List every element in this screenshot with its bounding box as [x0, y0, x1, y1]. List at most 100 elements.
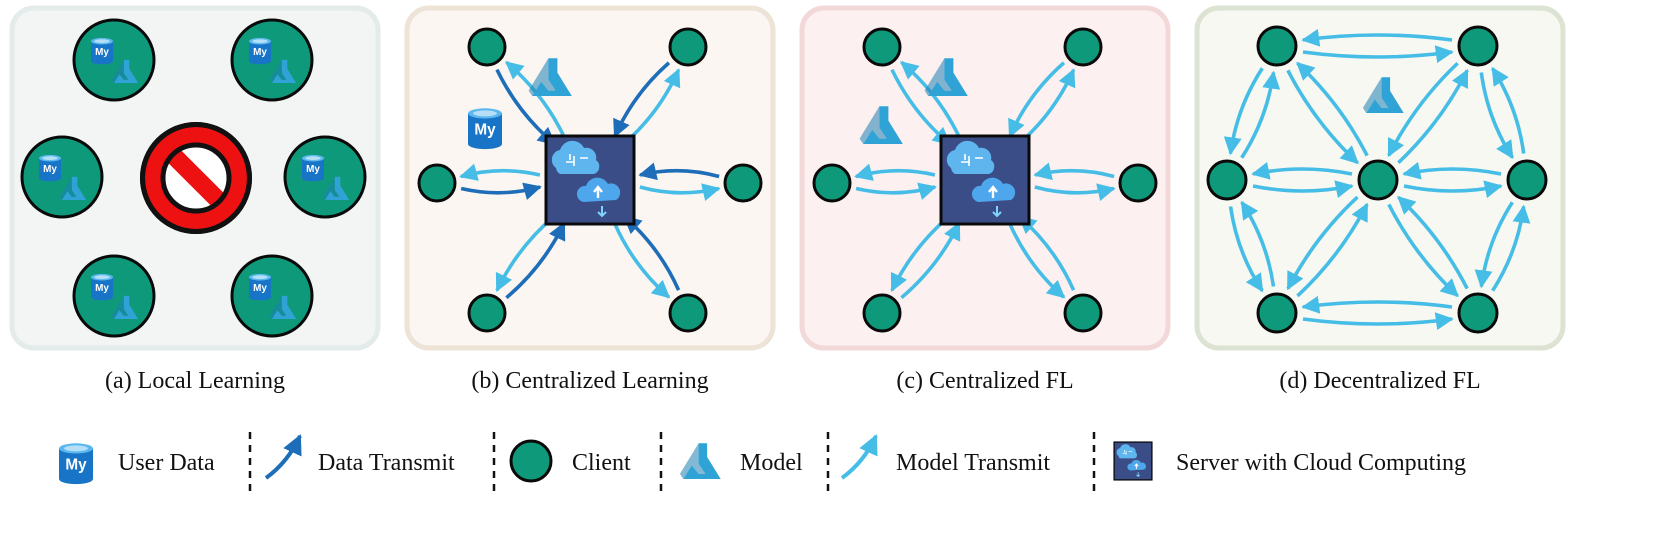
transmit-arrow — [1034, 183, 1116, 201]
model-flask-icon — [859, 106, 903, 144]
client-node — [1063, 293, 1103, 333]
client-node — [862, 27, 902, 67]
db-label: My — [95, 283, 109, 294]
model-flask-icon — [269, 59, 297, 83]
legend-label-server: Server with Cloud Computing — [1176, 450, 1466, 476]
data-transmit-icon — [264, 434, 302, 480]
model-transmit-icon — [840, 434, 878, 480]
db-label: My — [306, 164, 320, 175]
client-node — [1256, 25, 1298, 67]
client-node — [20, 135, 104, 219]
client-node — [467, 27, 507, 67]
transmit-arrow — [638, 162, 720, 181]
transmit-arrow — [505, 221, 566, 300]
model-flask-icon — [269, 295, 297, 319]
transmit-arrow — [1240, 200, 1276, 287]
transmit-arrow — [1402, 161, 1502, 180]
database-icon: My — [302, 154, 324, 182]
legend-label-user-data: User Data — [118, 450, 215, 476]
client-node — [1063, 27, 1103, 67]
transmit-arrow — [1008, 61, 1066, 138]
caption-c: (c) Centralized FL — [896, 368, 1073, 394]
prohibited-icon — [140, 122, 252, 234]
transmit-arrow — [639, 183, 721, 201]
db-label: My — [65, 457, 87, 474]
database-icon: My — [91, 273, 113, 301]
legend-label-data-transmit: Data Transmit — [318, 450, 455, 476]
transmit-arrow — [1397, 68, 1469, 165]
model-flask-icon — [924, 58, 968, 96]
db-label: My — [95, 47, 109, 58]
transmit-arrow — [900, 60, 961, 138]
transmit-arrow — [1296, 61, 1369, 157]
database-icon: My — [91, 37, 113, 65]
server-icon — [1113, 441, 1153, 481]
db-label: My — [253, 47, 267, 58]
client-node — [668, 27, 708, 67]
transmit-arrow — [1387, 61, 1459, 158]
server-cloud-icon — [1113, 441, 1153, 481]
transmit-arrow — [1474, 201, 1514, 289]
database-icon: My — [249, 37, 271, 65]
caption-d: (d) Decentralized FL — [1279, 368, 1480, 394]
transmit-arrow — [460, 182, 542, 200]
database-icon: My — [39, 154, 61, 182]
transmit-arrow — [459, 163, 541, 181]
legend-label-model-transmit: Model Transmit — [896, 450, 1050, 476]
client-node — [1118, 163, 1158, 203]
model-flask-icon — [111, 59, 139, 83]
transmit-arrow — [1286, 195, 1359, 291]
transmit-arrow — [1228, 206, 1264, 293]
model-flask-icon — [111, 295, 139, 319]
transmit-arrow — [1302, 312, 1454, 331]
client-node — [1457, 292, 1499, 334]
model-flask-icon — [59, 176, 87, 200]
transmit-arrow — [1491, 204, 1531, 292]
transmit-arrow — [1397, 195, 1469, 290]
client-node — [1357, 159, 1399, 201]
transmit-arrow — [1252, 180, 1354, 199]
db-label: My — [474, 122, 496, 139]
transmit-arrow — [613, 61, 671, 138]
client-node — [1457, 25, 1499, 67]
client-node — [1506, 159, 1548, 201]
model-flask-icon — [1362, 77, 1404, 113]
model-icon — [679, 443, 721, 479]
client-node — [812, 163, 852, 203]
client-node — [72, 18, 156, 102]
caption-a: (a) Local Learning — [105, 368, 285, 394]
transmit-arrow — [1301, 295, 1453, 314]
user-data-icon: My — [59, 443, 93, 485]
transmit-arrow — [1387, 203, 1459, 298]
client-node — [467, 293, 507, 333]
client-node — [1206, 159, 1248, 201]
model-flask-icon — [679, 443, 721, 479]
db-label: My — [43, 164, 57, 175]
client-icon — [509, 439, 553, 483]
transmit-arrow — [1286, 69, 1359, 165]
client-node — [723, 163, 763, 203]
legend: My User Data Data Transmit Client Model … — [59, 432, 1466, 492]
model-flask-icon — [528, 58, 572, 96]
transmit-arrow — [1479, 72, 1514, 160]
transmit-arrow — [613, 223, 671, 299]
database-icon: My — [468, 108, 502, 150]
legend-label-model: Model — [740, 450, 803, 476]
client-node — [417, 163, 457, 203]
transmit-arrow — [1240, 70, 1281, 159]
transmit-arrow — [1033, 162, 1115, 181]
model-flask-icon — [322, 176, 350, 200]
client-node — [668, 293, 708, 333]
client-node — [1256, 292, 1298, 334]
transmit-arrow — [900, 221, 961, 300]
client-node — [72, 254, 156, 338]
transmit-arrow — [1223, 67, 1264, 156]
database-icon: My — [249, 273, 271, 301]
client-node — [862, 293, 902, 333]
transmit-arrow — [1251, 161, 1353, 180]
client-node — [230, 254, 314, 338]
database-icon: My — [59, 443, 93, 485]
client-node — [283, 135, 367, 219]
